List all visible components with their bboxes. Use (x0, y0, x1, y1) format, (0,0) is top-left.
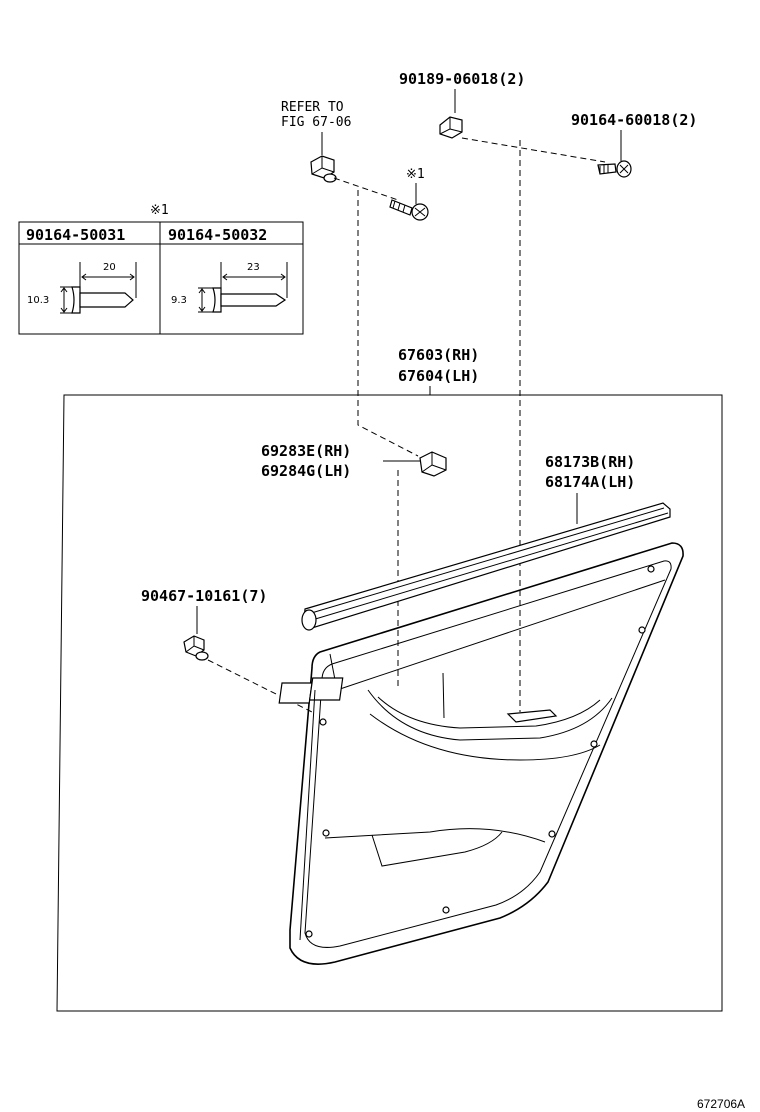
label-refer-line1: REFER TO (281, 100, 344, 115)
label-panel-rh: 67603(RH) (398, 346, 479, 364)
table-header-1: 90164-50031 (26, 226, 125, 244)
note-mark: ※1 (406, 167, 425, 182)
dim-head-2: 9.3 (171, 295, 187, 306)
clip-icon (183, 635, 209, 661)
screw-50032-icon (198, 262, 288, 313)
weatherstrip-icon (301, 502, 671, 631)
door-trim-panel-icon (278, 542, 684, 965)
label-weatherstrip-rh: 68173B(RH) (545, 453, 635, 471)
label-screw-right: 90164-60018(2) (571, 111, 697, 129)
screw-top-icon (439, 116, 463, 139)
screw-note-icon (389, 199, 429, 221)
dim-length-2: 23 (247, 262, 260, 273)
label-panel-lh: 67604(LH) (398, 367, 479, 385)
lock-knob-icon (419, 451, 447, 477)
assembly-frame (56, 394, 723, 1012)
screw-table (18, 221, 304, 335)
dash-refer-clip (333, 177, 399, 201)
dim-length-1: 20 (103, 262, 116, 273)
dim-head-1: 10.3 (27, 295, 49, 306)
screw-50031-icon (60, 262, 137, 314)
screw-right-icon (597, 160, 632, 178)
table-header-2: 90164-50032 (168, 226, 267, 244)
figure-id: 672706A (697, 1097, 745, 1111)
label-clip: 90467-10161(7) (141, 587, 267, 605)
refer-clip-icon (310, 155, 337, 183)
label-knob-rh: 69283E(RH) (261, 442, 351, 460)
dash-refer-to-knob (357, 190, 419, 457)
label-weatherstrip-lh: 68174A(LH) (545, 473, 635, 491)
label-screw-top: 90189-06018(2) (399, 70, 525, 88)
label-refer-line2: FIG 67-06 (281, 115, 351, 130)
table-note-mark: ※1 (150, 203, 169, 218)
dash-screw-top (461, 137, 606, 163)
label-knob-lh: 69284G(LH) (261, 462, 351, 480)
